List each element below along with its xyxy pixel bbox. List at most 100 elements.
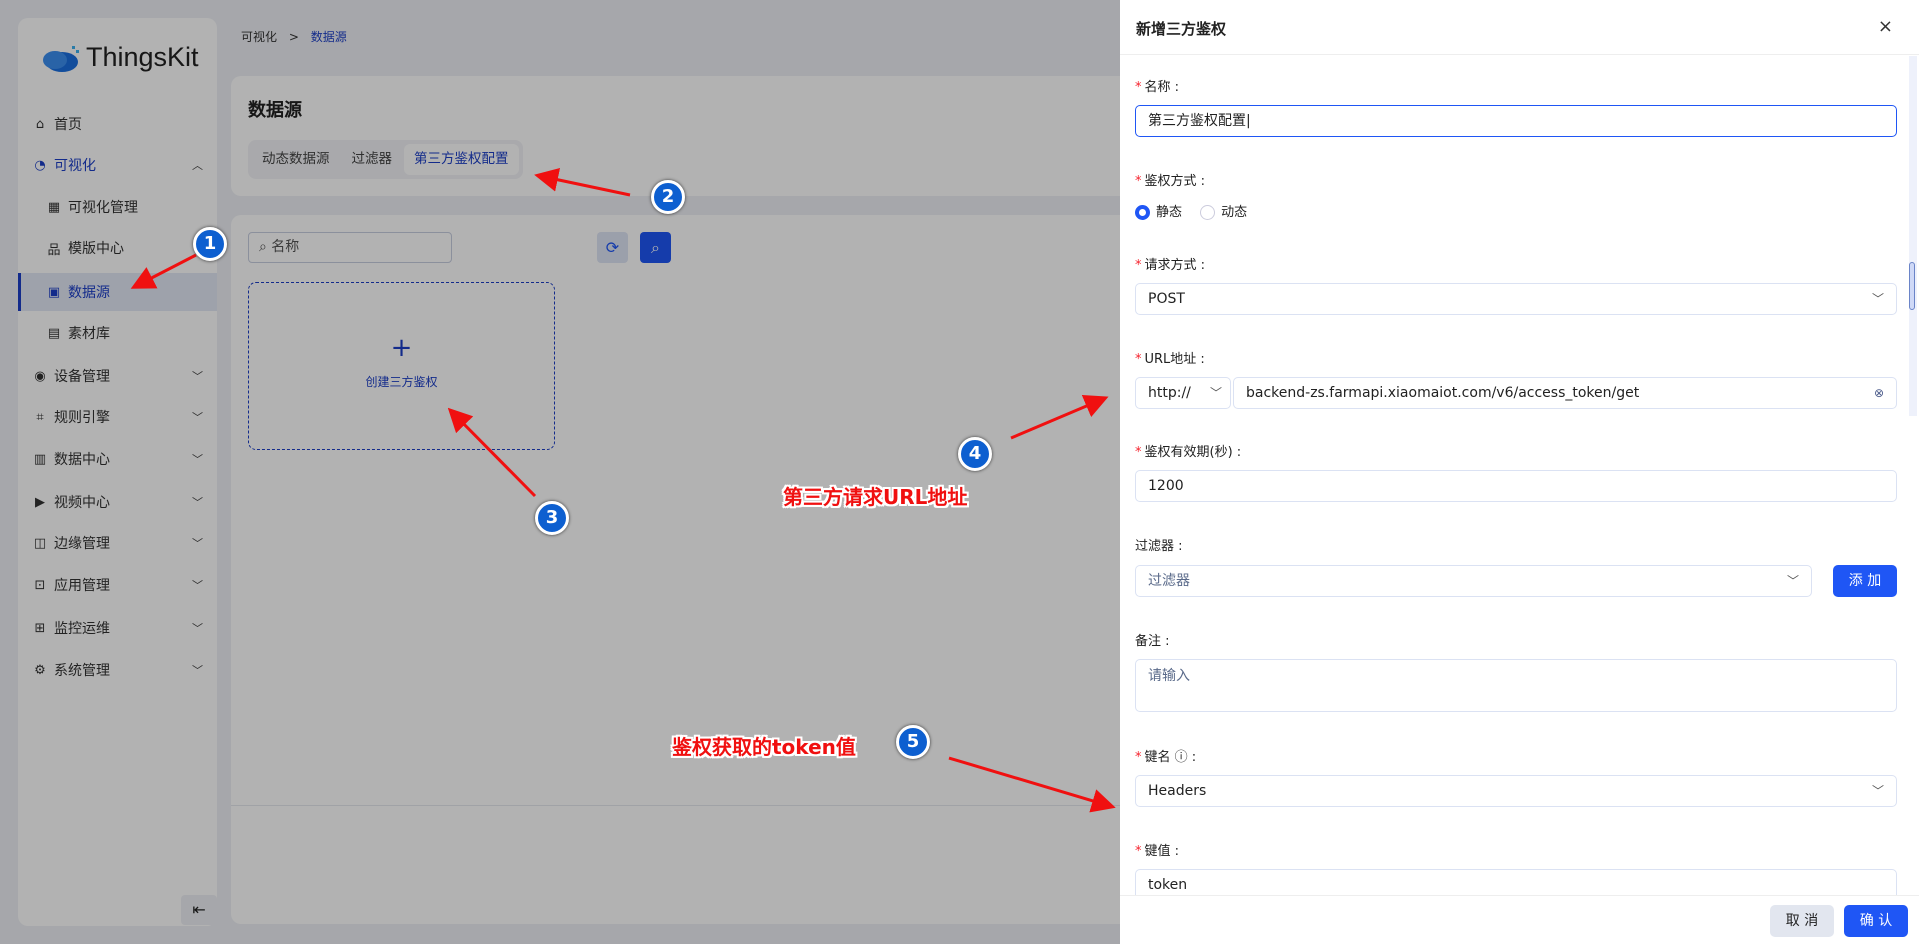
confirm-button[interactable]: 确 认 bbox=[1844, 905, 1908, 937]
url-input[interactable]: backend-zs.farmapi.xiaomaiot.com/v6/acce… bbox=[1233, 377, 1897, 409]
tab-filter[interactable]: 过滤器 bbox=[351, 151, 393, 167]
arrow-5 bbox=[948, 756, 1116, 813]
cloud-logo-icon bbox=[43, 45, 79, 72]
remark-placeholder: 请输入 bbox=[1148, 668, 1190, 684]
filter-label: 过滤器 : bbox=[1135, 539, 1183, 554]
remark-textarea[interactable]: 请输入 bbox=[1135, 659, 1897, 712]
breadcrumb-current: 数据源 bbox=[310, 30, 347, 44]
auth-type-label: *鉴权方式 : bbox=[1135, 174, 1206, 189]
database-icon: ▣ bbox=[47, 284, 61, 300]
method-select[interactable]: POST﹀ bbox=[1135, 283, 1897, 315]
remark-label: 备注 : bbox=[1135, 634, 1170, 649]
chevron-down-icon: ﹀ bbox=[1871, 784, 1884, 798]
label: 数据源 bbox=[68, 285, 110, 301]
cancel-button[interactable]: 取 消 bbox=[1770, 905, 1834, 937]
sidebar-item-video[interactable]: ▶视频中心﹀ bbox=[18, 483, 217, 521]
drawer-header bbox=[1120, 0, 1919, 55]
protocol-select[interactable]: http:// ﹀ bbox=[1135, 377, 1231, 409]
key-name-select[interactable]: Headers ﹀ bbox=[1135, 775, 1897, 807]
url-value: backend-zs.farmapi.xiaomaiot.com/v6/acce… bbox=[1246, 385, 1640, 401]
sidebar-item-data-center[interactable]: ▥数据中心﹀ bbox=[18, 440, 217, 478]
label-text: 鉴权方式 bbox=[1144, 174, 1197, 189]
divider bbox=[231, 805, 1231, 806]
step-badge-2: 2 bbox=[651, 180, 685, 214]
expiry-input[interactable]: 1200 bbox=[1135, 470, 1897, 502]
label: 模版中心 bbox=[68, 241, 124, 257]
label: 边缘管理 bbox=[54, 536, 110, 552]
chevron-down-icon: ﹀ bbox=[1786, 574, 1799, 588]
refresh-button[interactable]: ⟳ bbox=[597, 232, 628, 263]
sidebar-item-device[interactable]: ◉设备管理﹀ bbox=[18, 357, 217, 395]
name-value: 第三方鉴权配置 bbox=[1148, 113, 1246, 129]
search-icon: ⌕ bbox=[651, 238, 660, 257]
sidebar-item-visualization-manage[interactable]: ▦ 可视化管理 bbox=[18, 188, 217, 226]
search-input[interactable]: ⌕ 名称 bbox=[248, 232, 452, 263]
scrollbar-track[interactable] bbox=[1909, 56, 1917, 416]
breadcrumb: 可视化 > 数据源 bbox=[241, 28, 347, 45]
radio-static[interactable]: 静态 bbox=[1135, 205, 1182, 220]
add-filter-button[interactable]: 添 加 bbox=[1833, 565, 1897, 597]
sidebar-item-material[interactable]: ▤素材库 bbox=[18, 314, 217, 352]
sidebar: ThingsKit ⌂ 首页 ◔可视化︿ ▦ 可视化管理 品模版中心 ▣ 数据源 ▤素… bbox=[18, 18, 217, 926]
grid-icon: ▦ bbox=[47, 199, 61, 215]
key-name-value: Headers bbox=[1148, 783, 1207, 799]
radio-dynamic[interactable]: 动态 bbox=[1200, 205, 1247, 220]
label-text: 鉴权有效期(秒) bbox=[1144, 445, 1233, 460]
tab-dynamic-datasource[interactable]: 动态数据源 bbox=[262, 151, 330, 167]
chevron-down-icon: ﹀ bbox=[192, 579, 203, 592]
rule-icon: ⌗ bbox=[36, 409, 44, 425]
expiry-value: 1200 bbox=[1148, 478, 1184, 494]
logo: ThingsKit bbox=[40, 42, 199, 73]
sidebar-item-home[interactable]: ⌂ 首页 bbox=[18, 105, 217, 143]
scrollbar-thumb[interactable] bbox=[1909, 262, 1915, 310]
chevron-down-icon: ﹀ bbox=[1209, 386, 1222, 400]
auth-type-radio-group: 静态 动态 bbox=[1135, 201, 1247, 220]
label: 可视化管理 bbox=[68, 200, 138, 216]
expiry-label: *鉴权有效期(秒) : bbox=[1135, 445, 1242, 460]
name-input[interactable]: 第三方鉴权配置| bbox=[1135, 105, 1897, 137]
arrow-1 bbox=[130, 253, 197, 289]
sidebar-item-system[interactable]: ⚙系统管理﹀ bbox=[18, 651, 217, 689]
key-name-label: *键名 ⓘ : bbox=[1135, 750, 1197, 765]
chevron-down-icon: ﹀ bbox=[192, 370, 203, 383]
device-icon: ◉ bbox=[34, 368, 46, 384]
logo-text: ThingsKit bbox=[86, 42, 199, 72]
breadcrumb-parent[interactable]: 可视化 bbox=[241, 30, 278, 44]
sidebar-item-monitor[interactable]: ⊞监控运维﹀ bbox=[18, 609, 217, 647]
search-button[interactable]: ⌕ bbox=[640, 232, 671, 263]
name-label: *名称 : bbox=[1135, 80, 1180, 95]
method-value: POST bbox=[1148, 291, 1185, 307]
label-text: 键名 bbox=[1144, 750, 1171, 765]
filter-placeholder: 过滤器 bbox=[1148, 573, 1190, 589]
sitemap-icon: 品 bbox=[47, 242, 61, 258]
sidebar-item-apps[interactable]: ⊡应用管理﹀ bbox=[18, 566, 217, 604]
step-badge-3: 3 bbox=[535, 501, 569, 535]
collapse-sidebar-button[interactable]: ⇤ bbox=[181, 895, 217, 925]
dashboard-icon: ◔ bbox=[34, 157, 46, 173]
label-text: URL地址 bbox=[1144, 352, 1197, 367]
chevron-down-icon: ﹀ bbox=[192, 664, 203, 677]
create-auth-card[interactable]: + 创建三方鉴权 bbox=[248, 282, 555, 450]
modal-overlay[interactable] bbox=[0, 0, 1120, 944]
refresh-icon: ⟳ bbox=[605, 238, 620, 257]
label: 规则引擎 bbox=[54, 410, 110, 426]
home-icon: ⌂ bbox=[35, 116, 45, 132]
protocol-value: http:// bbox=[1148, 385, 1191, 401]
sidebar-item-edge[interactable]: ◫边缘管理﹀ bbox=[18, 524, 217, 562]
radio-label: 静态 bbox=[1156, 205, 1183, 220]
tab-third-party-auth[interactable]: 第三方鉴权配置 bbox=[404, 144, 519, 175]
tabs: 动态数据源 过滤器 第三方鉴权配置 bbox=[248, 140, 523, 179]
label: 首页 bbox=[54, 117, 82, 133]
step-badge-1: 1 bbox=[193, 227, 227, 261]
sidebar-item-rules[interactable]: ⌗规则引擎﹀ bbox=[18, 398, 217, 436]
clear-icon[interactable]: ⊗ bbox=[1873, 386, 1884, 400]
help-icon[interactable]: ⓘ bbox=[1174, 750, 1188, 765]
sidebar-item-visualization[interactable]: ◔可视化︿ bbox=[18, 146, 217, 184]
filter-select[interactable]: 过滤器 ﹀ bbox=[1135, 565, 1812, 597]
sidebar-item-datasource[interactable]: ▣ 数据源 bbox=[18, 273, 217, 311]
sidebar-item-template-center[interactable]: 品模版中心 bbox=[18, 229, 217, 267]
app-icon: ⊡ bbox=[34, 577, 46, 593]
chart-icon: ▥ bbox=[33, 451, 47, 467]
close-icon[interactable]: × bbox=[1877, 16, 1893, 37]
search-placeholder: 名称 bbox=[271, 239, 300, 255]
